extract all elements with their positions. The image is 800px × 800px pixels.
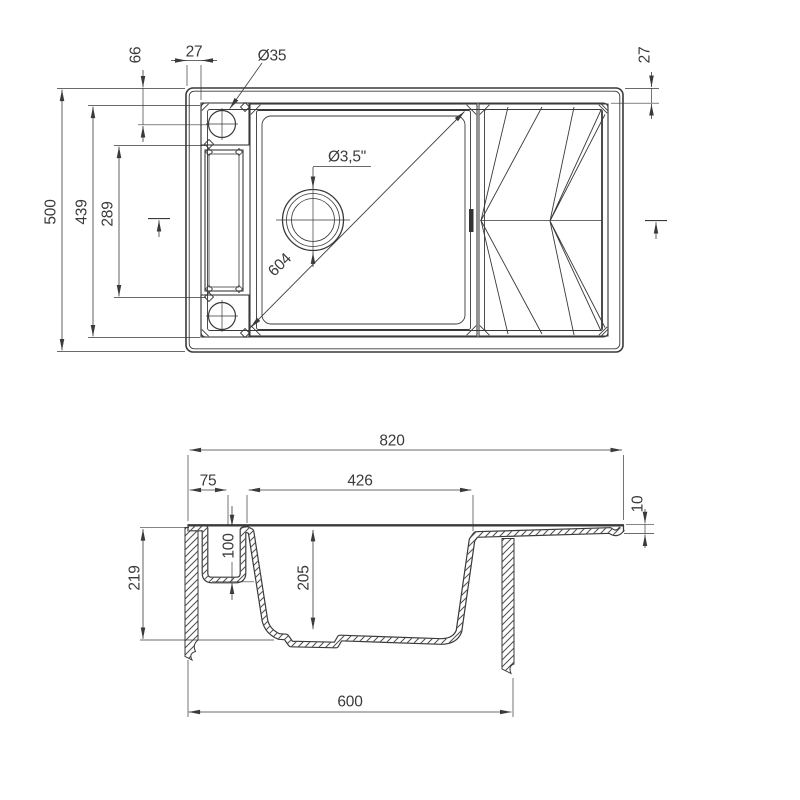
dim-overall-height: 500 xyxy=(43,88,185,352)
opening-corner-chamfers xyxy=(201,102,608,338)
drain-crosshair xyxy=(276,183,350,257)
dim-inner-height: 439 xyxy=(74,105,200,338)
dim-bowl-width: 426 xyxy=(246,473,474,531)
dim-channel-span: 289 xyxy=(100,145,206,298)
dim-left-ledge: 75 xyxy=(189,473,229,526)
drain-callout-label: Ø3,5" xyxy=(328,149,366,166)
dim-hole-offset-label: 66 xyxy=(128,47,145,64)
dim-channel-span-label: 289 xyxy=(100,201,117,226)
section-view: 820 75 426 10 219 xyxy=(127,433,654,717)
sink-opening-bevel xyxy=(207,109,602,331)
cabinet-wall-right xyxy=(501,538,515,675)
dim-ledge-depth: 100 xyxy=(212,506,254,600)
dim-left-ledge-label: 75 xyxy=(200,473,217,490)
drainboard xyxy=(478,103,609,337)
tap-hole-callout: Ø35 xyxy=(229,48,287,109)
tap-ledge-bottom-tab xyxy=(200,291,251,339)
dim-overall-depth: 219 xyxy=(127,527,274,641)
dim-rim-left-label: 27 xyxy=(186,44,203,61)
sink-outer-outline-inner xyxy=(188,90,621,350)
dim-ledge-depth-label: 100 xyxy=(221,533,238,559)
tap-hole-top-crosshair xyxy=(206,108,238,140)
dim-overall-height-label: 500 xyxy=(43,199,60,225)
dim-cabinet-width: 600 xyxy=(187,660,514,717)
dim-rim-right: 27 xyxy=(611,47,659,119)
dim-overall-depth-label: 219 xyxy=(127,565,144,590)
top-view: 500 439 289 66 27 Ø35 xyxy=(43,44,667,353)
drain-hole xyxy=(276,183,350,257)
sink-outer-outline xyxy=(185,87,624,353)
dim-bowl-depth: 205 xyxy=(296,529,316,630)
bowl-divider-mark xyxy=(469,209,474,232)
tap-hole-callout-label: Ø35 xyxy=(258,48,287,65)
dim-bowl-diagonal-label: 604 xyxy=(265,250,295,280)
tap-hole-bottom-crosshair xyxy=(206,300,238,332)
dim-edge-thickness: 10 xyxy=(624,495,654,548)
drainboard-grooves xyxy=(480,106,606,336)
dim-bowl-depth-label: 205 xyxy=(296,565,313,590)
dim-rim-left: 27 xyxy=(171,44,217,100)
sink-edge-ticks xyxy=(187,524,625,532)
dim-overall-width: 820 xyxy=(187,433,624,521)
dim-bowl-width-label: 426 xyxy=(347,473,372,490)
dim-cabinet-width-label: 600 xyxy=(337,694,363,711)
dim-overall-width-label: 820 xyxy=(379,433,405,450)
clip-marker-left xyxy=(148,218,170,237)
dim-inner-height-label: 439 xyxy=(74,199,91,224)
bowl xyxy=(249,103,478,337)
dim-edge-thickness-label: 10 xyxy=(630,495,647,512)
sink-section-profile xyxy=(189,524,625,649)
tap-ledge-channel xyxy=(204,147,244,294)
dim-hole-offset: 66 xyxy=(128,47,207,142)
clip-marker-right xyxy=(645,220,667,239)
dim-rim-right-label: 27 xyxy=(637,47,654,64)
cabinet-wall-left xyxy=(184,527,199,662)
